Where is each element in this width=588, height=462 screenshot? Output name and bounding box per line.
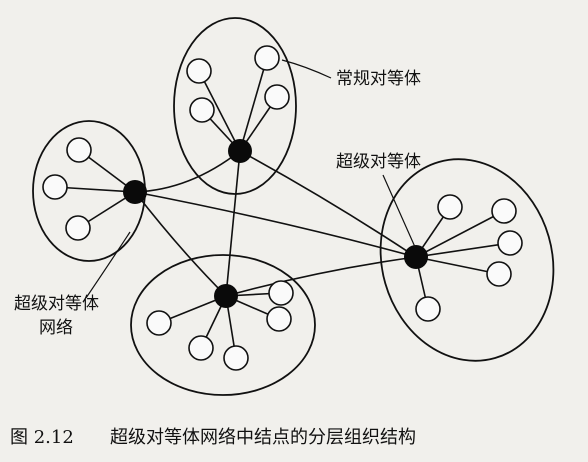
regular-peer-node bbox=[223, 345, 249, 371]
link-bottom-right bbox=[225, 256, 417, 297]
super-peer-node bbox=[404, 245, 428, 269]
regular-peer-node bbox=[42, 174, 68, 200]
regular-peer-pointer bbox=[281, 59, 332, 79]
cluster-top bbox=[173, 17, 297, 195]
super-peer-network-label-line1: 超级对等体 bbox=[14, 294, 99, 314]
link-left-bottom bbox=[134, 191, 227, 297]
regular-peer-node bbox=[186, 58, 212, 84]
cluster-right bbox=[379, 158, 555, 362]
regular-peer-node bbox=[491, 198, 517, 224]
regular-peer-node bbox=[415, 296, 441, 322]
network-pointer bbox=[85, 231, 131, 299]
super-peer-label: 超级对等体 bbox=[336, 152, 421, 172]
link-top-bottom bbox=[225, 150, 241, 297]
cluster-bottom bbox=[130, 254, 316, 396]
super-peer-node bbox=[214, 284, 238, 308]
super-peer-node bbox=[123, 180, 147, 204]
cluster-bottom-peers bbox=[146, 280, 294, 371]
regular-peer-node bbox=[146, 310, 172, 336]
regular-peer-node bbox=[66, 137, 92, 163]
figure-number: 图 2.12 bbox=[10, 427, 74, 448]
figure-caption: 超级对等体网络中结点的分层组织结构 bbox=[110, 427, 416, 448]
regular-peer-node bbox=[254, 45, 280, 71]
regular-peer-node bbox=[188, 335, 214, 361]
regular-peer-node bbox=[497, 230, 523, 256]
regular-peer-label: 常规对等体 bbox=[336, 69, 421, 89]
regular-peer-node bbox=[264, 84, 290, 110]
regular-peer-node bbox=[268, 280, 294, 306]
link-left-right bbox=[134, 191, 417, 258]
super-peer-pointer bbox=[382, 174, 416, 248]
super-peer-node bbox=[228, 139, 252, 163]
regular-peer-node bbox=[189, 97, 215, 123]
regular-peer-node bbox=[486, 261, 512, 287]
link-left-top bbox=[134, 150, 241, 193]
link-top-right bbox=[239, 150, 417, 258]
regular-peer-node bbox=[266, 306, 292, 332]
cluster-right-peers bbox=[404, 194, 523, 322]
cluster-left-peers bbox=[42, 137, 147, 241]
regular-peer-node bbox=[437, 194, 463, 220]
cluster-top-peers bbox=[186, 45, 290, 163]
regular-peer-node bbox=[65, 215, 91, 241]
super-peer-network-label-line2: 网络 bbox=[39, 318, 73, 338]
